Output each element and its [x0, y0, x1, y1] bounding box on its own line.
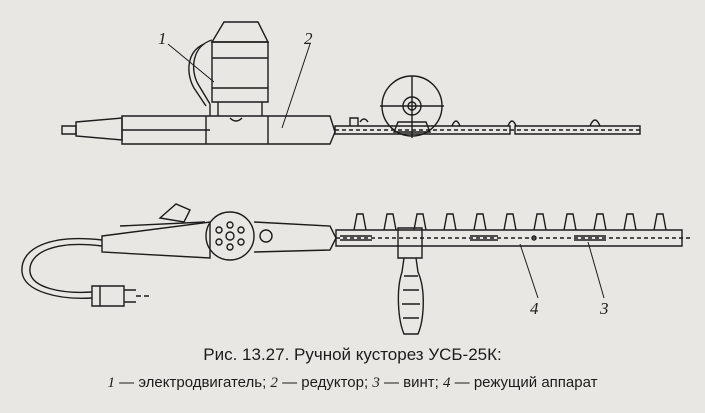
- legend-text-3: — винт;: [379, 374, 443, 391]
- technical-drawing: 1 2 3 4: [21, 21, 690, 335]
- side-view: [61, 21, 641, 145]
- plan-view: [21, 203, 690, 335]
- cutter-teeth: [353, 213, 667, 231]
- figure-legend: 1 — электродвигатель; 2 — редуктор; 3 — …: [0, 372, 705, 394]
- legend-text-4: — режущий аппарат: [450, 374, 598, 391]
- legend-num-4: 4: [443, 375, 451, 391]
- legend-num-2: 2: [270, 375, 278, 391]
- figure-caption: Рис. 13.27. Ручной кусторез УСБ-25К:: [203, 345, 502, 364]
- callout-2: 2: [304, 29, 313, 48]
- legend-text-1: — электродвигатель;: [115, 374, 271, 391]
- legend-text-2: — редуктор;: [277, 374, 373, 391]
- legend-num-3: 3: [372, 375, 380, 391]
- callout-1: 1: [158, 29, 167, 48]
- legend-num-1: 1: [107, 375, 116, 391]
- leader-lines: [167, 43, 605, 299]
- callout-4: 4: [530, 299, 539, 318]
- callout-3: 3: [599, 299, 609, 318]
